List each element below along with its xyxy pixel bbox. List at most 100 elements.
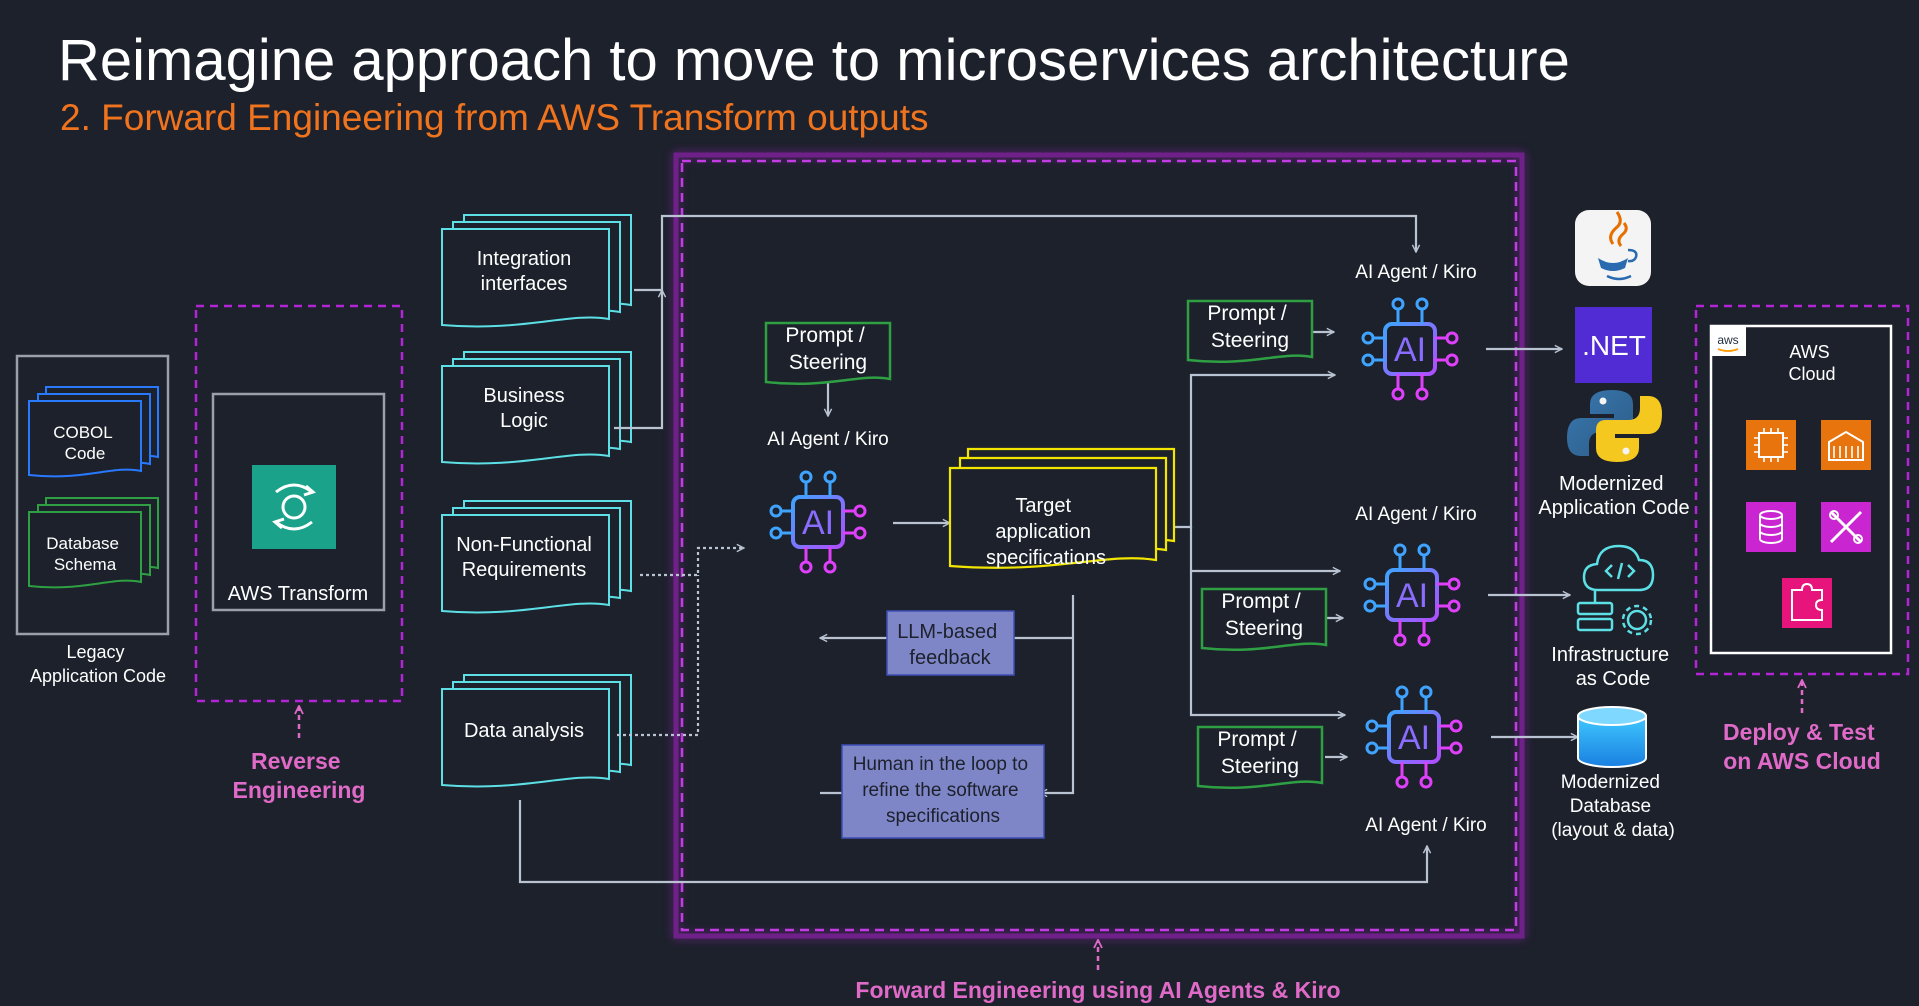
- agent-3-prompt-2: Steering: [1221, 755, 1299, 778]
- aws-cloud-group: aws AWS Cloud: [1694, 304, 1910, 774]
- target-specifications-doc: Target application specifications: [948, 447, 1176, 569]
- database-cylinder-icon: [1577, 706, 1647, 768]
- llm-line-1: LLM-based: [897, 621, 997, 643]
- agent-3-label: AI Agent / Kiro: [1365, 815, 1486, 836]
- agent-2-ai-chip-icon: AI: [1363, 543, 1461, 647]
- agent-1: AI Agent / Kiro AI Prompt / Steering: [1186, 262, 1477, 401]
- svg-text:Target application: Target application specifications: [986, 495, 1106, 569]
- connector-nfr-dotted: [640, 548, 744, 577]
- compute-chip-icon: [1746, 420, 1796, 470]
- database-schema-doc: Database Schema: [28, 497, 159, 589]
- svg-text:Data analysis: Data analysis: [464, 720, 584, 742]
- agent-1-ai-chip-icon: AI: [1361, 297, 1459, 401]
- cloud-caption-2: on AWS Cloud: [1723, 748, 1881, 774]
- center-prompt-line-2: Steering: [789, 351, 867, 374]
- center-prompt-line-1: Prompt /: [785, 324, 865, 347]
- schema-line-1: Database: [46, 534, 119, 553]
- connector-spec-low: [1189, 571, 1345, 715]
- human-line-3: specifications: [886, 806, 1000, 827]
- page-subtitle: 2. Forward Engineering from AWS Transfor…: [60, 97, 929, 138]
- reverse-engineering-group: AWS Transform Reverse Engineering: [194, 304, 404, 803]
- svg-text:Deploy & Test on AWS Clo: Deploy & Test on AWS Cloud: [1723, 719, 1881, 774]
- python-icon: [1567, 390, 1662, 462]
- agent-1-label: AI Agent / Kiro: [1355, 262, 1476, 283]
- agent-3-ai-glyph: AI: [1398, 719, 1430, 757]
- dotnet-text: .NET: [1582, 330, 1646, 361]
- agent-2-label: AI Agent / Kiro: [1355, 504, 1476, 525]
- legacy-application-code: COBOL Code Database Schema Legacy Applic…: [15, 354, 170, 686]
- svg-text:Human in the loop to ref: Human in the loop to refine the software…: [853, 754, 1034, 827]
- agent-3: AI AI Agent / Kiro Prompt / Steering: [1196, 685, 1487, 836]
- agent-1-ai-glyph: AI: [1394, 331, 1426, 369]
- svg-text:Modernized Application Cod: Modernized Application Code: [1538, 473, 1689, 519]
- input-doc-3-line-1: Non-Functional: [456, 534, 592, 556]
- db-label-2: Database: [1570, 796, 1651, 817]
- connector-data-bottom: [518, 800, 1427, 884]
- input-doc-4-line-1: Data analysis: [464, 720, 584, 742]
- svg-text:Infrastructure as Code: Infrastructure as Code: [1551, 644, 1674, 690]
- agent-3-ai-chip-icon: AI: [1365, 685, 1463, 789]
- integration-puzzle-icon: [1782, 578, 1832, 628]
- legacy-caption-1: Legacy: [66, 642, 124, 662]
- dotnet-icon: .NET: [1575, 307, 1652, 383]
- llm-feedback-box: LLM-based feedback: [886, 610, 1015, 676]
- aws-transform-icon: [252, 465, 336, 549]
- svg-text:Prompt / Steering: Prompt / Steering: [1207, 302, 1292, 352]
- cobol-line-1: COBOL: [53, 423, 112, 442]
- cloud-title-2: Cloud: [1788, 364, 1835, 384]
- db-label-3: (layout & data): [1551, 820, 1675, 841]
- svg-text:Legacy Application Code: Legacy Application Code: [30, 642, 166, 686]
- center-ai-chip-icon: AI: [769, 470, 867, 574]
- input-doc-2-line-2: Logic: [500, 410, 548, 432]
- connector-spec-fanout: [1172, 375, 1335, 529]
- connector-data-dotted: [617, 575, 700, 737]
- center-prompt-steering: Prompt / Steering: [764, 321, 892, 386]
- svg-text:AWS Cloud: AWS Cloud: [1788, 342, 1835, 384]
- iac-label-2: as Code: [1576, 668, 1651, 690]
- forward-engineering-group: Forward Engineering using AI Agents & Ki…: [673, 152, 1525, 1003]
- target-spec-line-2: application: [995, 521, 1091, 543]
- cloud-title-1: AWS: [1789, 342, 1829, 362]
- human-line-1: Human in the loop to: [853, 754, 1028, 775]
- svg-text:LLM-based feedback: LLM-based feedback: [897, 621, 1003, 669]
- reverse-caption-2: Engineering: [233, 777, 366, 803]
- svg-text:Prompt / Steering: Prompt / Steering: [1221, 590, 1306, 640]
- developer-tools-icon: [1821, 502, 1871, 552]
- input-doc-3-line-2: Requirements: [462, 559, 587, 581]
- forward-caption: Forward Engineering using AI Agents & Ki…: [855, 977, 1340, 1003]
- database-icon: [1746, 502, 1796, 552]
- cloud-caption-1: Deploy & Test: [1723, 719, 1875, 745]
- connector-spec-mid: [1189, 527, 1340, 571]
- svg-text:Reverse Engineering: Reverse Engineering: [233, 748, 366, 803]
- legacy-caption-2: Application Code: [30, 666, 166, 686]
- code-label-1: Modernized: [1559, 473, 1664, 495]
- svg-text:Database Schema: Database Schema: [46, 534, 124, 574]
- cobol-line-2: Code: [65, 444, 106, 463]
- svg-text:Prompt / Steering: Prompt / Steering: [1217, 728, 1302, 778]
- svg-text:Modernized Database (l: Modernized Database (layout & data): [1551, 772, 1675, 841]
- container-icon: [1821, 420, 1871, 470]
- agent-2-prompt-2: Steering: [1225, 617, 1303, 640]
- agent-3-prompt-1: Prompt /: [1217, 728, 1297, 751]
- svg-text:COBOL Code: COBOL Code: [53, 423, 117, 463]
- target-spec-line-1: Target: [1015, 495, 1071, 517]
- agent-1-prompt-2: Steering: [1211, 329, 1289, 352]
- input-doc-1-line-2: interfaces: [481, 273, 568, 295]
- reverse-caption-1: Reverse: [251, 748, 341, 774]
- code-label-2: Application Code: [1538, 497, 1689, 519]
- center-ai-glyph: AI: [802, 504, 834, 542]
- cobol-code-doc: COBOL Code: [28, 386, 159, 478]
- center-agent-label: AI Agent / Kiro: [767, 429, 888, 450]
- llm-line-2: feedback: [909, 647, 991, 669]
- connector-spec-to-human: [1040, 595, 1075, 793]
- svg-text:Prompt / Steering: Prompt / Steering: [785, 324, 870, 374]
- aws-transform-label: AWS Transform: [228, 583, 368, 605]
- input-doc-4: Data analysis: [441, 674, 632, 788]
- human-line-2: refine the software: [862, 780, 1018, 801]
